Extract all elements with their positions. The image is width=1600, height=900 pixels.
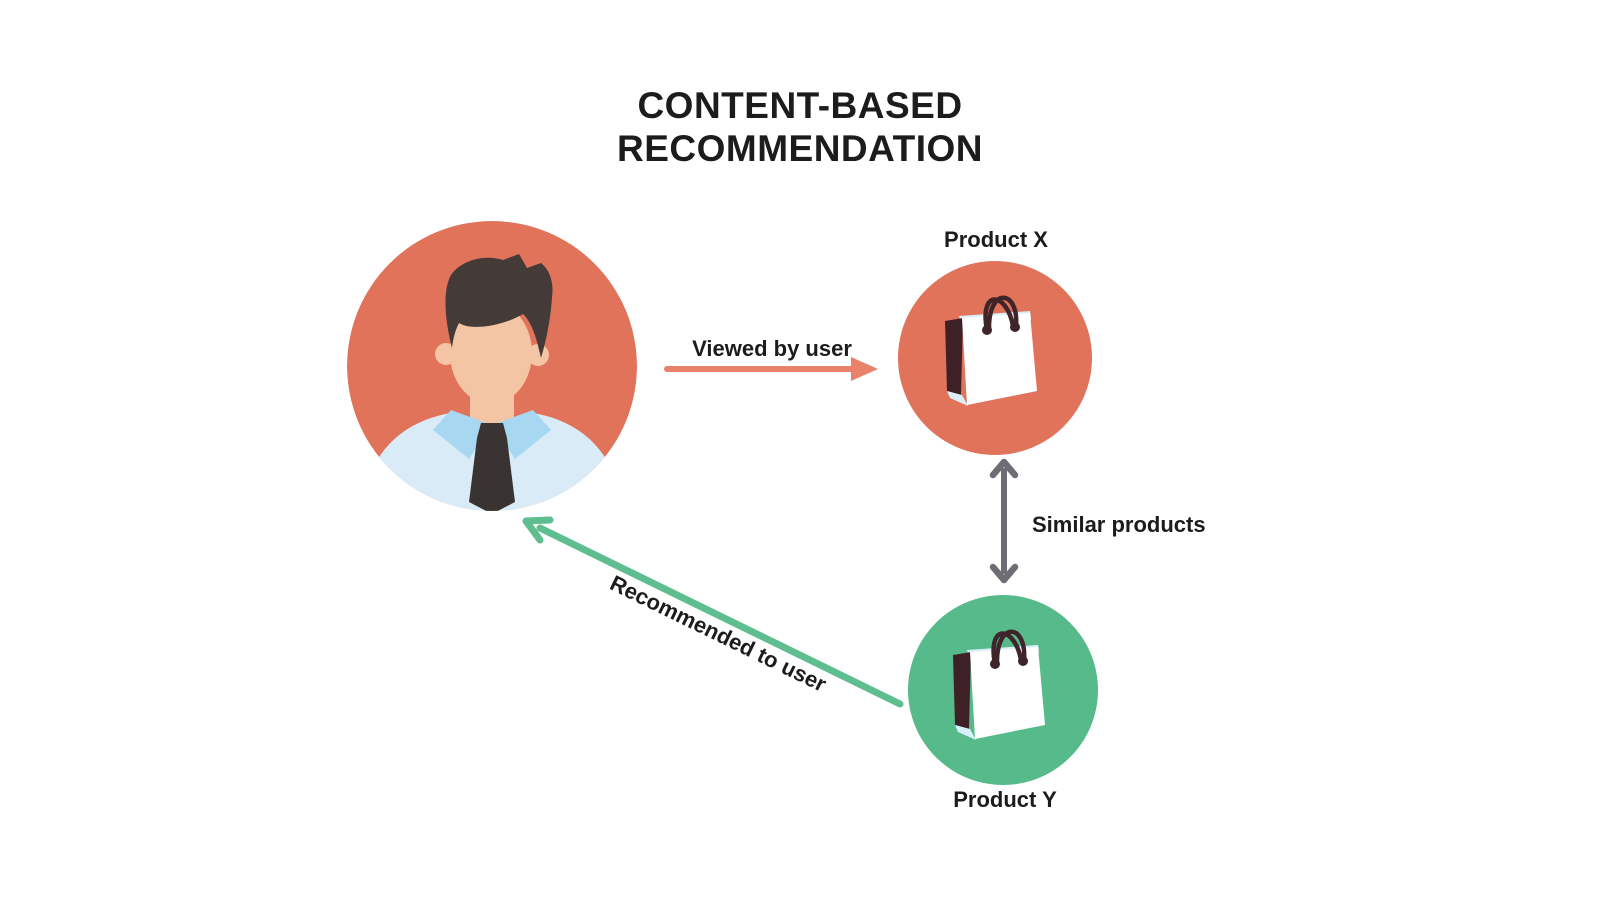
similar-products-label: Similar products — [1032, 512, 1206, 537]
shopping-bag-icon — [953, 622, 1046, 746]
person-avatar-icon — [347, 221, 637, 511]
viewed-by-user-label: Viewed by user — [692, 336, 852, 361]
product-x-label: Product X — [944, 227, 1048, 252]
similar-products-arrow — [989, 458, 1019, 584]
product-x-node — [898, 261, 1092, 455]
recommended-to-user-arrow — [522, 516, 904, 708]
product-y-label: Product Y — [953, 787, 1057, 812]
user-node — [347, 221, 637, 511]
product-y-node — [908, 595, 1098, 785]
viewed-by-user-arrow — [664, 357, 878, 381]
page-title: CONTENT-BASED RECOMMENDATION — [616, 85, 983, 170]
shopping-bag-icon — [945, 288, 1038, 412]
